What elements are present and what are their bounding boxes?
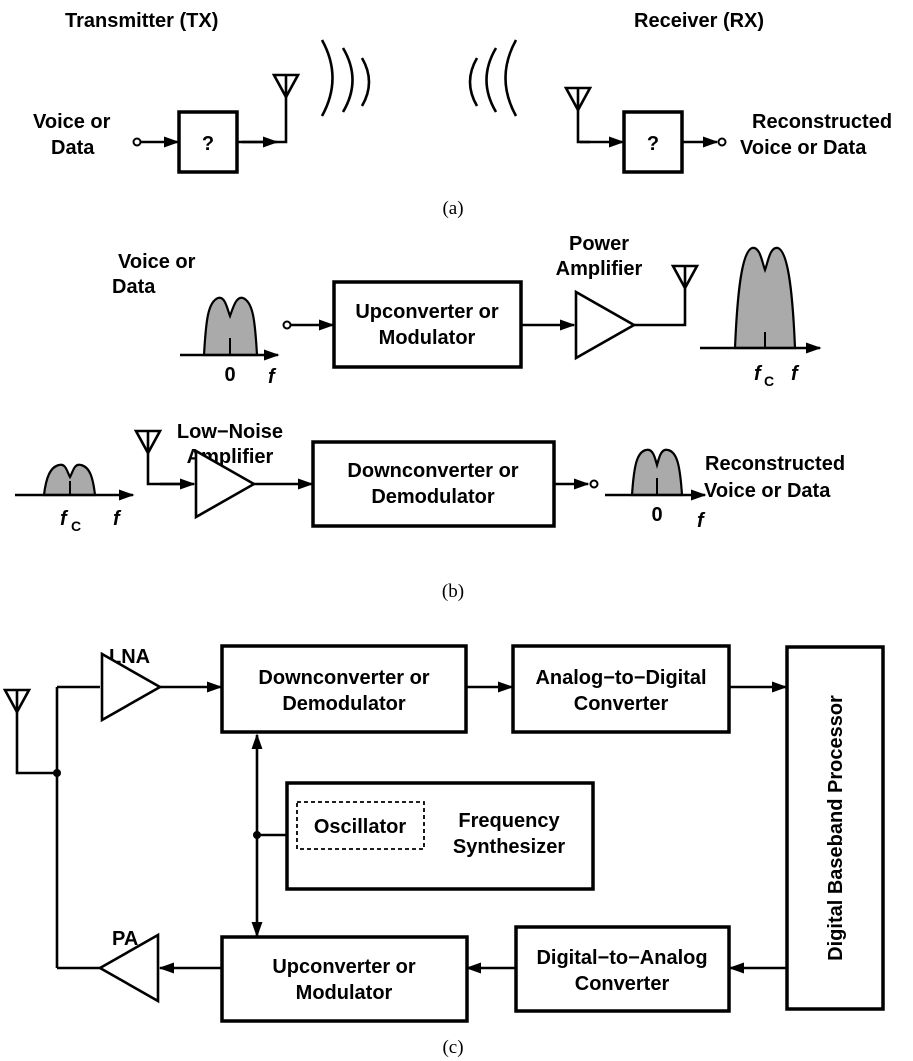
b-output-terminal: [589, 479, 599, 489]
b-pa-label-2: Amplifier: [556, 258, 643, 280]
baseband-spectrum-tx: [180, 296, 280, 361]
b-voice-label-1: Voice or: [118, 251, 196, 273]
tx-output-wire: [237, 95, 288, 144]
b-downconverter-label-2: Demodulator: [371, 486, 495, 508]
c-pa-label: PA: [112, 928, 138, 950]
b-upconverter-box: [332, 280, 523, 369]
f-label-rf-tx: f: [791, 363, 800, 385]
caption-b: (b): [442, 581, 464, 602]
f-label-rf-rx: f: [113, 508, 122, 530]
c-synthesizer-label-1: Frequency: [458, 810, 560, 832]
c-adc-label-2: Converter: [574, 693, 669, 715]
rx-title: Receiver (RX): [634, 10, 764, 32]
part-c: LNA Downconverter or Demodulator Analog−…: [2, 644, 885, 1058]
b-downconverter-label-1: Downconverter or: [347, 460, 518, 482]
c-adc-box: [511, 644, 731, 734]
zero-label-tx: 0: [224, 364, 235, 386]
fc-sub-rx: C: [71, 518, 81, 534]
tx-title: Transmitter (TX): [65, 10, 218, 32]
b-rx-antenna-icon: [133, 429, 163, 456]
b-input-terminal: [282, 320, 292, 330]
c-dbp-label: Digital Baseband Processor: [825, 695, 847, 961]
fc-label-rx: f: [60, 508, 69, 530]
reconstructed-label-1: Reconstructed: [752, 111, 892, 133]
c-oscillator-label: Oscillator: [314, 816, 406, 838]
c-upconverter-box: [220, 935, 469, 1023]
b-tx-antenna-icon: [670, 264, 700, 291]
c-lna-icon: [100, 651, 163, 723]
c-dac-box: [514, 925, 731, 1013]
c-upconverter-label-2: Modulator: [296, 982, 393, 1004]
c-downconverter-box: [220, 644, 468, 734]
rx-antenna-icon: [563, 86, 593, 113]
rx-input-wire: [576, 110, 590, 144]
fc-label-tx: f: [754, 363, 763, 385]
caption-a: (a): [442, 198, 463, 219]
b-rx-antenna-wire: [146, 453, 190, 486]
c-antenna-node: [53, 769, 61, 777]
c-pa-icon: [97, 932, 160, 1004]
baseband-spectrum-rx: [605, 448, 707, 501]
b-reconstructed-label-1: Reconstructed: [705, 453, 845, 475]
output-terminal: [717, 137, 727, 147]
c-synthesizer-label-2: Synthesizer: [453, 836, 565, 858]
input-terminal: [132, 137, 142, 147]
b-lna-label-1: Low−Noise: [177, 421, 283, 443]
c-dbp-box: [785, 645, 885, 1011]
b-pa-label-1: Power: [569, 233, 629, 255]
tx-block-label: ?: [202, 133, 214, 155]
c-downconverter-label-2: Demodulator: [282, 693, 406, 715]
f-label-rx: f: [697, 510, 706, 532]
c-upconverter-label-1: Upconverter or: [272, 956, 416, 978]
b-upconverter-label-1: Upconverter or: [355, 301, 499, 323]
c-dac-label-1: Digital−to−Analog: [536, 947, 707, 969]
voice-data-label-1: Voice or: [33, 111, 111, 133]
part-b: Voice or Data 0 f Upconverter or Modulat…: [15, 233, 845, 602]
tx-radio-waves-icon: [320, 39, 371, 117]
c-antenna-icon: [2, 688, 32, 715]
c-antenna-wire: [15, 712, 57, 775]
rx-radio-waves-icon: [468, 39, 518, 117]
c-dac-label-2: Converter: [575, 973, 670, 995]
c-synthesizer-box: [285, 781, 595, 891]
caption-c: (c): [442, 1037, 463, 1058]
reconstructed-label-2: Voice or Data: [740, 137, 867, 159]
fc-sub-tx: C: [764, 373, 774, 389]
c-downconverter-label-1: Downconverter or: [258, 667, 429, 689]
b-downconverter-box: [311, 440, 556, 528]
b-voice-label-2: Data: [112, 276, 156, 298]
tx-antenna-icon: [271, 73, 301, 100]
c-adc-label-1: Analog−to−Digital: [535, 667, 706, 689]
c-oscillator-box: [296, 801, 425, 850]
part-a: Transmitter (TX) Receiver (RX) Voice or …: [33, 10, 892, 219]
zero-label-rx: 0: [651, 504, 662, 526]
b-power-amplifier-icon: [574, 289, 637, 361]
b-pa-out-wire: [634, 287, 687, 327]
rf-spectrum-rx: [15, 463, 135, 501]
voice-data-label-2: Data: [51, 137, 95, 159]
b-upconverter-label-2: Modulator: [379, 327, 476, 349]
b-lna-icon: [194, 448, 257, 520]
f-label-tx: f: [268, 366, 277, 388]
c-lo-node: [253, 831, 261, 839]
rf-spectrum-tx: [700, 246, 822, 354]
b-reconstructed-label-2: Voice or Data: [704, 480, 831, 502]
rx-block-label: ?: [647, 133, 659, 155]
